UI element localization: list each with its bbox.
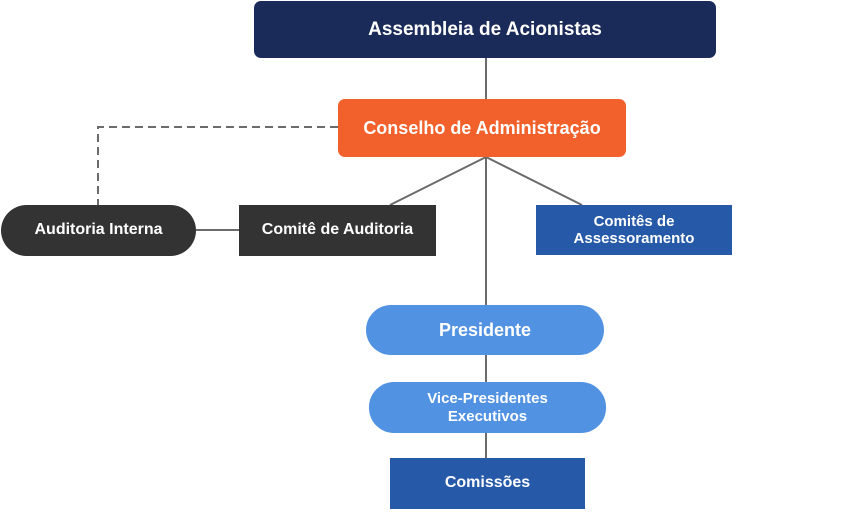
node-vice-presidentes-executivos: Vice-Presidentes Executivos [369,382,606,433]
connector-conselho-comite-auditoria [389,156,487,206]
connector-conselho-comites-assessoramento [485,156,583,206]
connector-dashed-conselho-auditoria-interna [97,126,338,205]
node-comissoes: Comissões [390,458,585,509]
node-comite-de-auditoria: Comitê de Auditoria [239,205,436,256]
node-presidente: Presidente [366,305,604,355]
node-comites-de-assessoramento: Comitês de Assessoramento [536,205,732,255]
node-assembleia-de-acionistas: Assembleia de Acionistas [254,1,716,58]
node-conselho-de-administracao: Conselho de Administração [338,99,626,157]
node-auditoria-interna: Auditoria Interna [1,205,196,256]
